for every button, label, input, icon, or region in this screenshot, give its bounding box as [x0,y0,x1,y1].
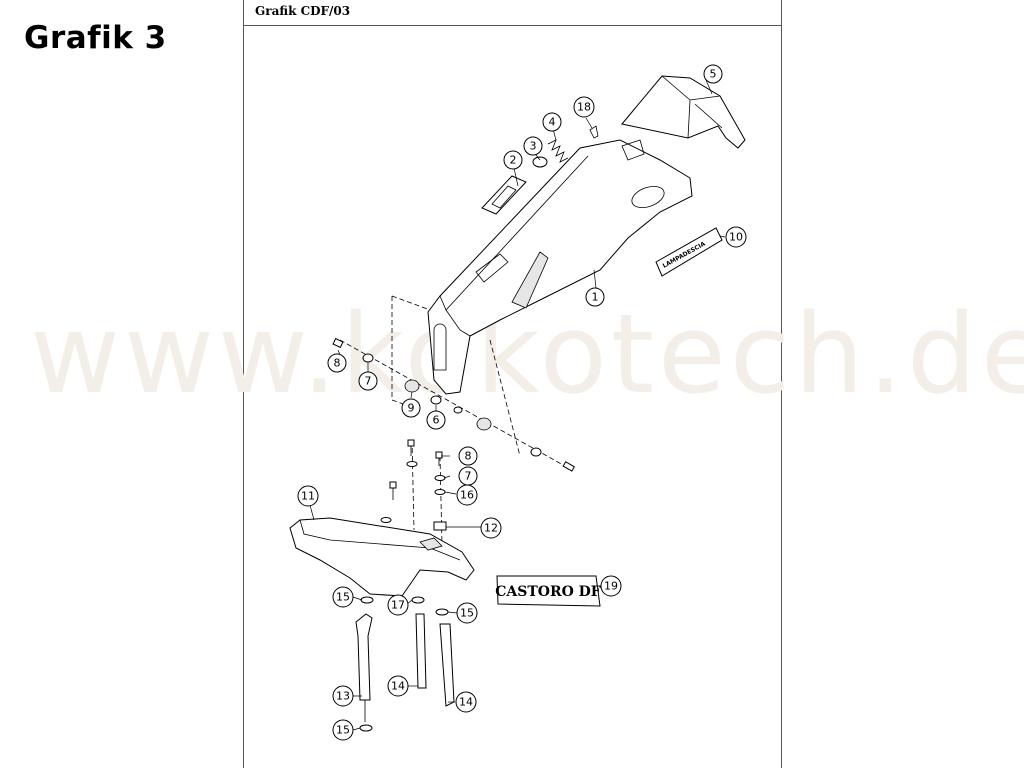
svg-text:8: 8 [334,357,341,370]
svg-text:2: 2 [510,154,517,167]
projection-lines [391,295,431,411]
part-cover [621,75,746,149]
part-3-washer [532,156,548,168]
part-10-lamp-decal: LAMPADESCIA [655,227,723,277]
callout-12: 12 [480,517,502,539]
callout-10: 10 [725,226,747,248]
castoro-decal-text: CASTORO DF [495,584,601,600]
svg-text:4: 4 [549,116,556,129]
svg-text:7: 7 [465,470,472,483]
callout-15-lower: 15 [332,719,354,741]
callout-15-right: 15 [456,602,478,624]
callout-9: 9 [401,398,421,418]
part-4-spring [547,139,569,163]
callout-11: 11 [297,485,319,507]
svg-text:11: 11 [301,490,315,503]
drawing-title: Grafik CDF/03 [255,4,351,18]
svg-text:3: 3 [530,140,537,153]
callout-18: 18 [573,96,595,118]
svg-text:19: 19 [604,580,618,593]
leader-lines [309,79,726,731]
drawing-frame: Grafik CDF/03 [243,0,782,768]
callout-14-right: 14 [455,691,477,713]
callout-7-upper: 7 [358,371,378,391]
part-11-base-plate [289,517,475,597]
axis-line-right [489,339,521,457]
part-main-arm [427,139,693,395]
callout-15-upper: 15 [332,586,354,608]
callout-13: 13 [332,685,354,707]
callout-8-upper: 8 [327,353,347,373]
callout-3: 3 [523,136,543,156]
part-13-leg [355,596,374,732]
svg-text:16: 16 [460,489,474,502]
svg-text:17: 17 [391,599,405,612]
callout-4: 4 [542,112,562,132]
svg-text:15: 15 [460,607,474,620]
page-label: Grafik 3 [24,20,167,56]
part-decal-small [481,175,527,215]
callout-8-lower: 8 [458,446,478,466]
svg-text:12: 12 [484,522,498,535]
svg-text:5: 5 [710,68,717,81]
callout-6: 6 [426,410,446,430]
drawing-header: Grafik CDF/03 [244,0,781,26]
svg-text:10: 10 [729,231,743,244]
callout-2: 2 [503,150,523,170]
part-18-screw [589,125,599,139]
svg-text:8: 8 [465,450,472,463]
svg-text:13: 13 [336,690,350,703]
svg-text:14: 14 [459,696,473,709]
callout-1: 1 [585,287,605,307]
svg-text:18: 18 [577,101,591,114]
callout-7-lower: 7 [458,466,478,486]
part-14-leg-right [435,608,455,707]
callout-17: 17 [387,594,409,616]
svg-text:9: 9 [408,402,415,415]
fastener-set-upper [332,337,576,472]
svg-text:15: 15 [336,591,350,604]
callout-19: 19 [600,575,622,597]
callout-16: 16 [456,484,478,506]
svg-text:14: 14 [391,680,405,693]
svg-text:1: 1 [592,291,599,304]
part-14-leg-middle [411,596,427,689]
svg-text:7: 7 [365,375,372,388]
callout-5: 5 [703,64,723,84]
fastener-axis-line [339,339,573,471]
svg-text:15: 15 [336,724,350,737]
svg-text:6: 6 [433,414,440,427]
callout-14-middle: 14 [387,675,409,697]
part-19-castoro-decal: CASTORO DF [495,575,601,607]
